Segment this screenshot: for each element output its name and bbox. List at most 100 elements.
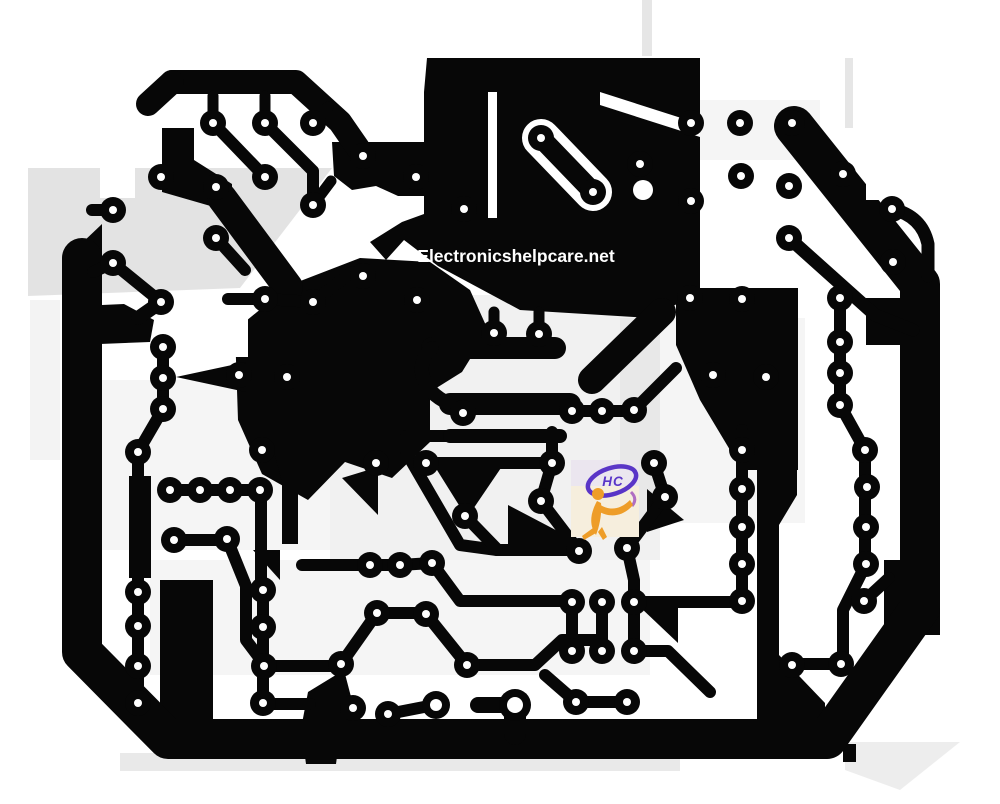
pad-hole xyxy=(396,561,404,569)
pad-hole xyxy=(212,234,220,242)
pad-hole xyxy=(261,295,269,303)
pad-hole xyxy=(630,406,638,414)
pad-hole xyxy=(422,610,430,618)
pad-hole xyxy=(785,234,793,242)
pad-hole xyxy=(709,371,717,379)
pad-hole xyxy=(412,173,420,181)
pad-hole xyxy=(109,259,117,267)
pad-hole xyxy=(384,710,392,718)
pad-hole xyxy=(623,544,631,552)
pad-hole xyxy=(598,407,606,415)
pad-hole xyxy=(159,374,167,382)
pad-hole xyxy=(413,296,421,304)
watermark-text: Electronicshelpcare.net xyxy=(417,246,615,266)
shade xyxy=(845,742,960,790)
pad-hole xyxy=(738,485,746,493)
pad-hole xyxy=(860,597,868,605)
pad-hole xyxy=(598,647,606,655)
pad-hole xyxy=(535,330,543,338)
pad-hole xyxy=(888,205,896,213)
pad-hole xyxy=(839,170,847,178)
pad-hole xyxy=(373,609,381,617)
pad-hole xyxy=(788,661,796,669)
pad-hole xyxy=(372,459,380,467)
copper-pour xyxy=(342,467,378,515)
shade xyxy=(30,300,60,460)
pad-hole xyxy=(422,459,430,467)
trace xyxy=(782,231,920,337)
pad-hole xyxy=(837,660,845,668)
pad-hole xyxy=(463,661,471,669)
pad-hole xyxy=(157,173,165,181)
pad-hole xyxy=(738,597,746,605)
trace xyxy=(136,70,184,116)
pad-hole xyxy=(862,523,870,531)
copper-pour xyxy=(272,444,320,544)
ehc-logo: HC xyxy=(571,460,639,540)
pad-hole xyxy=(737,172,745,180)
pad-hole xyxy=(490,329,498,337)
pad-hole xyxy=(259,623,267,631)
copper-pour xyxy=(300,670,356,734)
pad-hole xyxy=(736,119,744,127)
pad-hole xyxy=(259,699,267,707)
pad-hole xyxy=(223,535,231,543)
pad-hole xyxy=(309,298,317,306)
trace xyxy=(414,341,457,411)
pad-hole xyxy=(170,536,178,544)
pad-hole xyxy=(738,446,746,454)
pad-hole xyxy=(836,338,844,346)
pad-hole xyxy=(337,660,345,668)
pad-hole xyxy=(889,258,897,266)
pad-hole xyxy=(636,160,644,168)
pad-hole xyxy=(623,698,631,706)
pad-hole xyxy=(598,598,606,606)
logo-ellipse-icon xyxy=(585,464,639,498)
pad-hole xyxy=(537,134,545,142)
pad-hole xyxy=(261,173,269,181)
trace xyxy=(578,298,676,394)
pad-hole xyxy=(258,446,266,454)
pad-hole xyxy=(259,586,267,594)
pad-hole xyxy=(762,373,770,381)
shade xyxy=(642,0,652,56)
pad-hole xyxy=(134,622,142,630)
shade xyxy=(845,58,853,128)
pad-hole xyxy=(235,371,243,379)
pad-hole xyxy=(661,493,669,501)
trace xyxy=(461,634,606,671)
trace xyxy=(426,557,578,607)
pad-hole xyxy=(738,295,746,303)
pad-hole xyxy=(134,588,142,596)
copper-pour xyxy=(432,462,505,518)
pad-hole xyxy=(687,119,695,127)
pad-hole xyxy=(572,698,580,706)
cutout xyxy=(866,156,927,200)
cutout xyxy=(196,305,248,357)
cutout xyxy=(633,180,653,200)
pad-hole xyxy=(209,119,217,127)
trace xyxy=(207,183,303,302)
pad-hole xyxy=(836,369,844,377)
pad-hole xyxy=(568,647,576,655)
pad-layer xyxy=(100,110,906,727)
pad-hole xyxy=(428,559,436,567)
pad-hole xyxy=(738,560,746,568)
trace xyxy=(160,70,370,160)
pad-hole xyxy=(863,483,871,491)
logo-text: HC xyxy=(602,474,624,489)
pad-hole xyxy=(686,294,694,302)
cutout xyxy=(600,92,700,137)
pad-hole xyxy=(159,405,167,413)
pad-hole xyxy=(159,343,167,351)
pad-hole xyxy=(537,497,545,505)
pad-hole xyxy=(359,272,367,280)
pad-hole xyxy=(309,201,317,209)
pad-hole xyxy=(226,486,234,494)
pad-hole xyxy=(349,704,357,712)
copper-pour xyxy=(676,288,798,470)
pad-hole xyxy=(366,561,374,569)
pad-hole xyxy=(861,446,869,454)
